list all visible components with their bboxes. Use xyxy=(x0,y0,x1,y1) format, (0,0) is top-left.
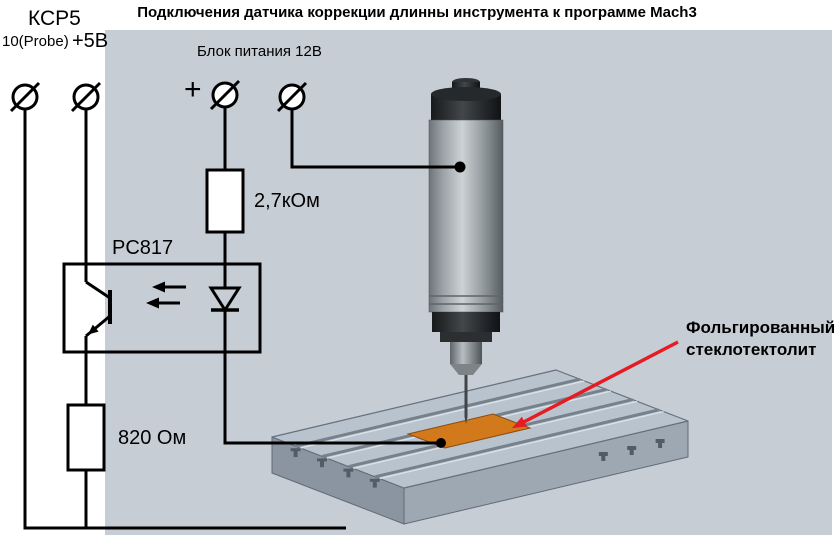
terminal-12v-plus xyxy=(209,79,241,111)
annotation-label-line2: стеклотектолит xyxy=(686,340,816,359)
led xyxy=(208,286,242,313)
circuit-wires xyxy=(23,107,466,530)
spindle-lower-cap xyxy=(432,312,500,332)
spindle xyxy=(428,78,504,424)
terminals xyxy=(9,79,308,113)
psu-label: Блок питания 12В xyxy=(197,43,322,60)
resistor-2k7-label: 2,7кОм xyxy=(254,190,320,212)
page-title: Подключения датчика коррекции длинны инс… xyxy=(137,4,697,21)
annotation-label-line1: Фольгированный xyxy=(686,318,835,337)
resistor-820 xyxy=(66,403,106,472)
probe-voltage-label: +5В xyxy=(72,30,108,52)
wire-probe-ground xyxy=(23,109,346,530)
terminal-5v xyxy=(70,81,102,113)
solder-dot-foil xyxy=(436,438,446,448)
wire-led-to-foil xyxy=(223,310,437,445)
psu-plus-label: + xyxy=(184,73,202,106)
annotation-arrow xyxy=(512,340,679,429)
sensor-name-label: КСР5 xyxy=(28,7,81,30)
optocoupler xyxy=(62,262,262,354)
terminal-probe xyxy=(9,81,41,113)
tool-bit xyxy=(464,375,468,417)
milling-table xyxy=(271,369,689,525)
optocoupler-box xyxy=(62,262,262,354)
terminal-12v xyxy=(276,81,308,113)
t-slot-profiles xyxy=(290,439,665,488)
wire-12v-to-spindle xyxy=(290,109,458,169)
resistor-2k7 xyxy=(205,168,245,234)
solder-dot-spindle xyxy=(454,161,466,173)
resistor-820-label: 820 Ом xyxy=(118,427,186,449)
probe-pin-label: 10(Probe) xyxy=(2,33,69,50)
collet-nut xyxy=(450,342,482,364)
phototransistor xyxy=(85,280,112,338)
spindle-body xyxy=(428,119,504,313)
optocoupler-label: PC817 xyxy=(112,237,173,259)
light-arrows xyxy=(146,281,186,309)
